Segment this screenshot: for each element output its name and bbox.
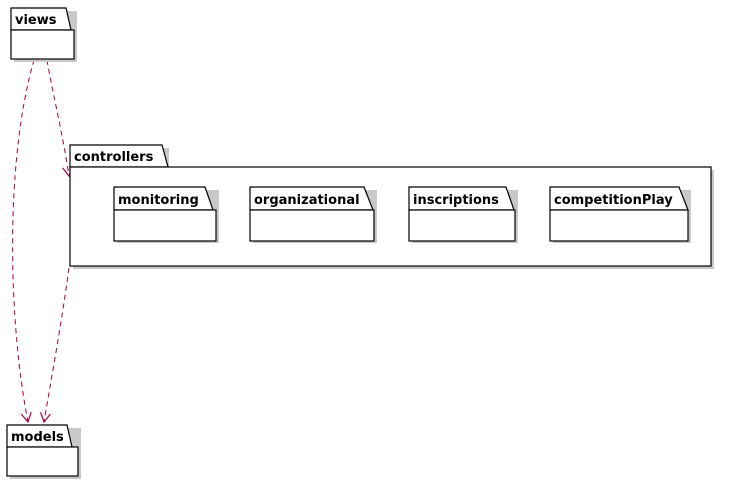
package-label-views: views bbox=[15, 13, 57, 28]
package-label-models: models bbox=[11, 430, 64, 445]
package-competitionPlay: competitionPlay bbox=[549, 186, 691, 243]
dependency-arrow-views-controllers bbox=[46, 59, 74, 178]
package-organizational: organizational bbox=[249, 186, 377, 243]
package-inscriptions: inscriptions bbox=[408, 186, 518, 243]
package-views: views bbox=[10, 7, 77, 62]
dependency-arrow-controllers-models bbox=[40, 267, 70, 424]
dependency-arrow-views-models bbox=[12, 59, 35, 424]
package-label-controllers: controllers bbox=[74, 150, 154, 165]
package-monitoring: monitoring bbox=[113, 186, 219, 243]
package-label-monitoring: monitoring bbox=[118, 193, 199, 208]
package-models: models bbox=[6, 424, 81, 479]
package-label-competitionPlay: competitionPlay bbox=[554, 193, 673, 208]
package-controllers: controllers monitoring organizational in… bbox=[69, 144, 714, 269]
package-label-inscriptions: inscriptions bbox=[413, 193, 499, 208]
package-label-organizational: organizational bbox=[254, 193, 360, 208]
